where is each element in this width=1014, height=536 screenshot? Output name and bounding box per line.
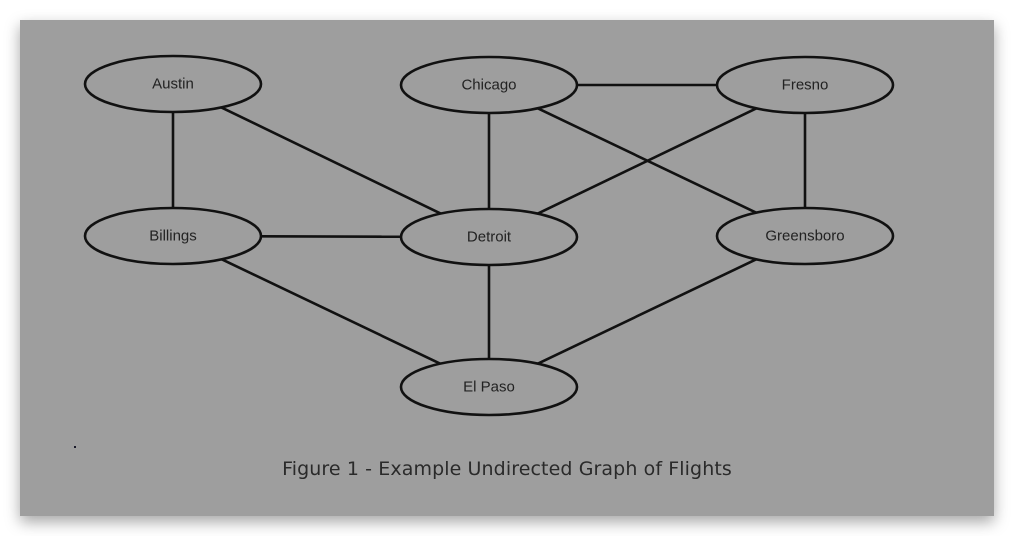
edge-billings-elpaso — [221, 258, 441, 365]
node-austin: Austin — [83, 54, 263, 114]
node-chicago: Chicago — [399, 55, 579, 115]
edge-fresno-detroit — [536, 107, 758, 215]
stray-dot — [74, 446, 76, 448]
node-elpaso: El Paso — [399, 357, 579, 417]
edge-austin-detroit — [220, 106, 442, 215]
node-ellipse — [399, 357, 579, 417]
edge-greensboro-elpaso — [537, 258, 757, 365]
node-ellipse — [83, 206, 263, 266]
node-billings: Billings — [83, 206, 263, 266]
node-label: Detroit — [467, 229, 512, 246]
node-ellipse — [399, 55, 579, 115]
graph-edges — [171, 83, 807, 365]
node-ellipse — [399, 207, 579, 267]
node-ellipse — [83, 54, 263, 114]
node-ellipse — [715, 55, 895, 115]
figure-caption: Figure 1 - Example Undirected Graph of F… — [282, 458, 732, 480]
node-greensboro: Greensboro — [715, 206, 895, 266]
node-label: Chicago — [461, 77, 516, 94]
node-ellipse — [715, 206, 895, 266]
node-label: El Paso — [463, 379, 515, 396]
node-label: Billings — [149, 228, 197, 245]
node-detroit: Detroit — [399, 207, 579, 267]
node-label: Fresno — [782, 77, 829, 94]
node-fresno: Fresno — [715, 55, 895, 115]
node-label: Greensboro — [765, 228, 844, 245]
node-label: Austin — [152, 76, 194, 93]
